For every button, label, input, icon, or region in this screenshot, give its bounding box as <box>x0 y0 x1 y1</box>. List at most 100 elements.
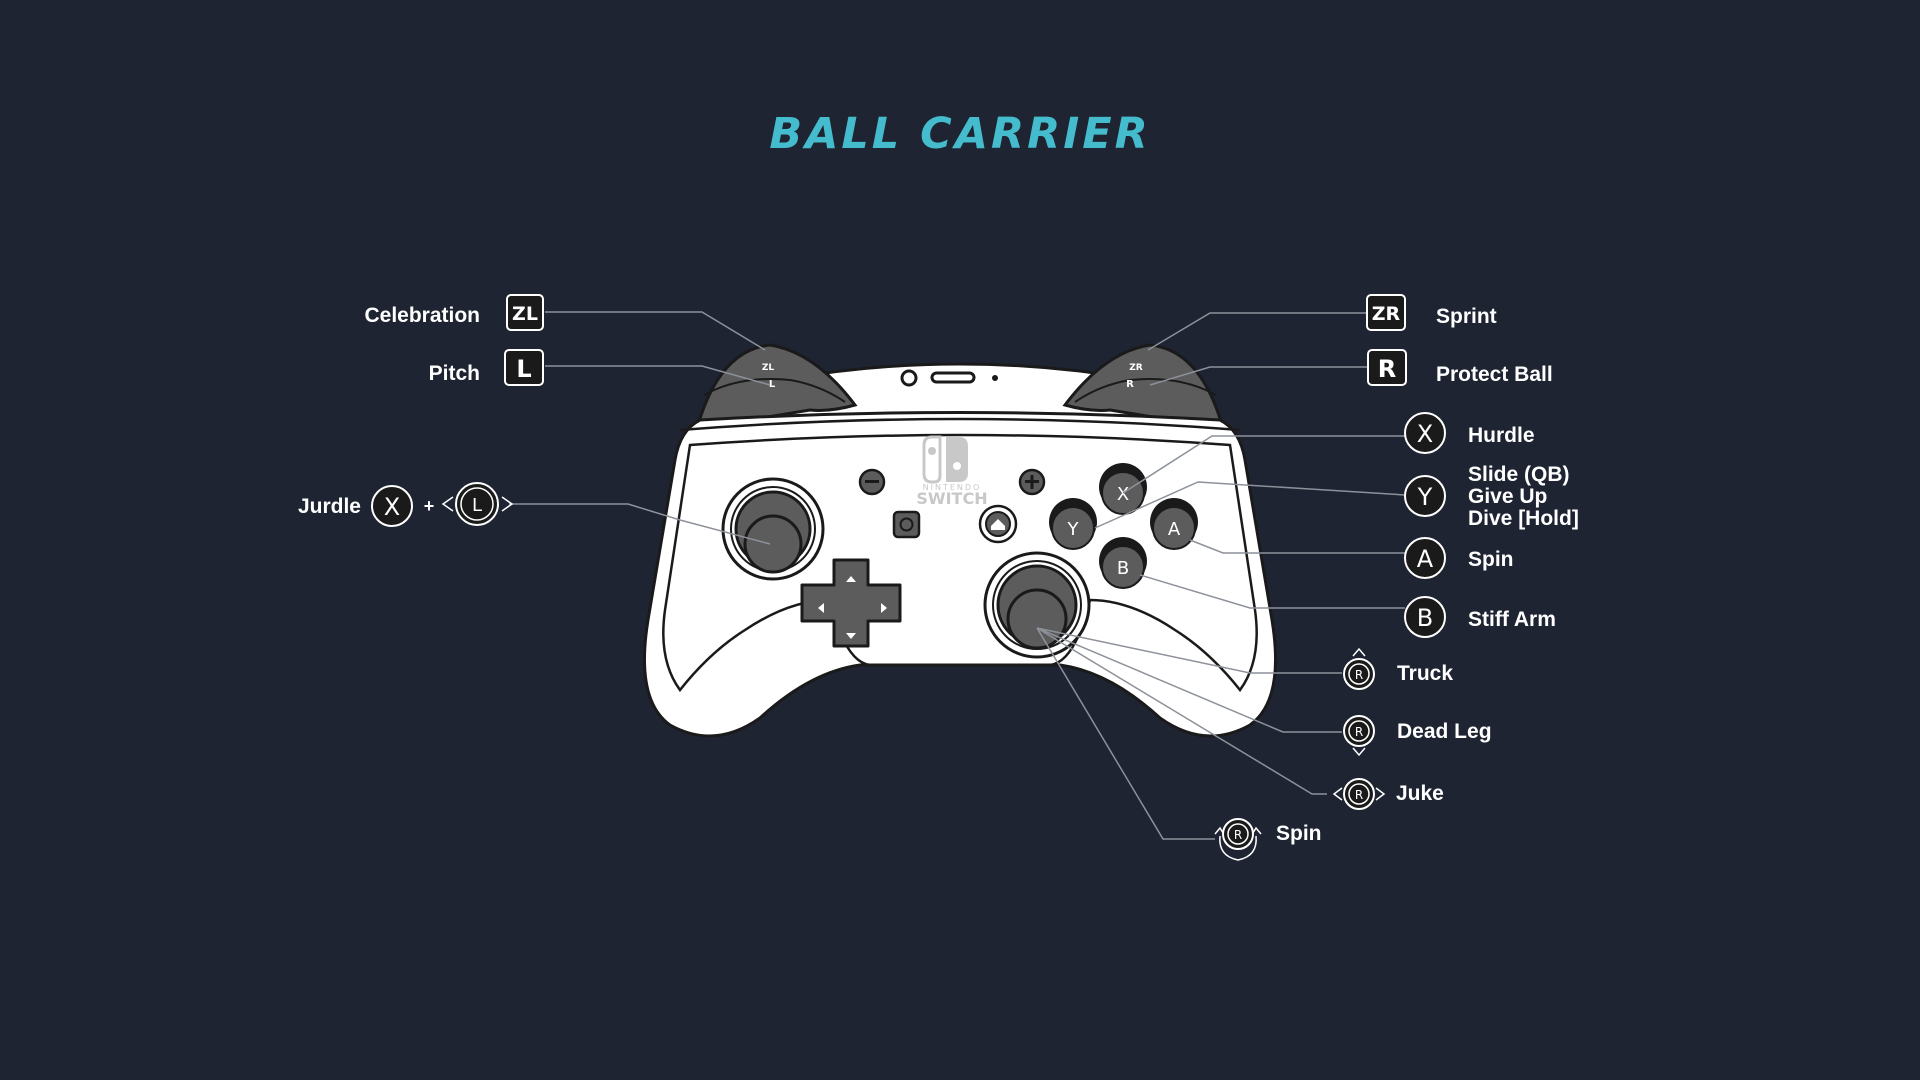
mapping-juke: R Juke <box>1332 778 1444 810</box>
usb-port <box>930 371 976 384</box>
face-button-b-label: B <box>1117 558 1129 579</box>
home-icon <box>991 519 1005 530</box>
a-button-icon-label: A <box>1417 545 1434 573</box>
face-button-b[interactable]: B <box>1099 537 1147 589</box>
l-stick-click-label: L <box>472 495 482 516</box>
y-button-icon-label: Y <box>1417 483 1433 511</box>
headphone-jack <box>900 369 918 387</box>
left-stick[interactable] <box>721 477 825 581</box>
label-jurdle: Jurdle <box>298 495 361 518</box>
label-juke: Juke <box>1396 782 1444 805</box>
x-button-icon-label: X <box>384 493 400 521</box>
face-button-x-label: X <box>1117 484 1129 505</box>
face-button-x[interactable]: X <box>1099 463 1147 515</box>
label-dead-leg: Dead Leg <box>1397 720 1492 743</box>
r-button-icon <box>1367 349 1407 386</box>
leader-truck <box>1036 627 1342 674</box>
zr-button-icon-label: ZR <box>1372 303 1401 325</box>
label-truck: Truck <box>1397 662 1453 685</box>
mapping-stick-spin: R Spin <box>1214 818 1322 861</box>
brand-switch: SWITCH <box>916 489 987 508</box>
stick-up-arrow-icon <box>1352 647 1366 657</box>
label-spin: Spin <box>1468 548 1514 571</box>
l-bumper-edge <box>703 378 846 403</box>
zr-button-icon <box>1366 294 1406 331</box>
leader-l <box>545 365 771 386</box>
hurdle-x-icon-label: X <box>1417 420 1433 448</box>
l-button-icon-label: L <box>516 355 531 383</box>
switch-logo: NINTENDO SWITCH <box>916 435 988 508</box>
dpad-up-icon <box>846 576 856 582</box>
r-bumper-edge <box>1074 378 1217 403</box>
x-button-icon <box>371 485 413 527</box>
dpad-right-icon <box>881 603 887 613</box>
zl-button-icon-label: ZL <box>512 303 538 325</box>
r-stick-icon-label: R <box>1355 668 1363 682</box>
label-stick-spin: Spin <box>1276 822 1322 845</box>
leader-y <box>1094 481 1406 529</box>
face-button-y[interactable]: Y <box>1049 498 1097 550</box>
b-button-icon-label: B <box>1417 604 1433 632</box>
mapping-jurdle: Jurdle X + L <box>298 482 514 527</box>
joycon-right-icon <box>946 437 968 482</box>
leader-b <box>1139 574 1405 609</box>
dpad[interactable] <box>800 558 902 648</box>
joycon-left-icon <box>922 435 942 484</box>
face-button-a[interactable]: A <box>1150 498 1198 550</box>
mapping-truck: R Truck <box>1343 647 1453 690</box>
mapping-r: R Protect Ball <box>1367 349 1553 386</box>
label-stiff-arm: Stiff Arm <box>1468 608 1556 631</box>
label-dive-hold: Dive [Hold] <box>1468 507 1579 530</box>
dpad-left-icon <box>818 603 824 613</box>
leader-dead-leg <box>1036 627 1342 733</box>
mapping-zl: ZL Celebration <box>364 294 544 331</box>
y-button-icon <box>1404 475 1446 517</box>
zl-trigger[interactable] <box>696 343 858 430</box>
label-give-up: Give Up <box>1468 485 1547 508</box>
mapping-b: B Stiff Arm <box>1404 596 1556 638</box>
label-celebration: Celebration <box>364 304 480 327</box>
l-bumper-label: L <box>769 379 776 390</box>
controller: ZL L ZR R NINTENDO SWITCH <box>642 343 1278 738</box>
stick-right-arrow-icon <box>1375 787 1386 801</box>
leader-zr <box>1147 312 1368 351</box>
label-protect-ball: Protect Ball <box>1436 363 1553 386</box>
mapping-y: Y Slide (QB) Give Up Dive [Hold] <box>1404 463 1579 530</box>
r-button-icon-label: R <box>1378 355 1396 383</box>
label-slide-qb: Slide (QB) <box>1468 463 1570 486</box>
stick-down-arrow-icon <box>1352 747 1366 757</box>
a-button-icon <box>1404 537 1446 579</box>
r-stick-icon-label: R <box>1355 788 1363 802</box>
zr-trigger-label: ZR <box>1129 363 1143 373</box>
leader-stick-spin <box>1036 627 1215 840</box>
right-stick[interactable] <box>983 551 1091 659</box>
leader-lines <box>509 311 1406 840</box>
leader-x <box>1122 435 1405 494</box>
indicator-led <box>992 375 998 381</box>
hurdle-x-icon <box>1404 412 1446 454</box>
plus-sign: + <box>424 496 435 516</box>
controller-top-seam <box>679 417 1241 432</box>
stick-left-arrow-icon <box>1332 787 1343 801</box>
leader-zl <box>545 311 766 351</box>
label-pitch: Pitch <box>429 362 480 385</box>
leader-juke <box>1036 627 1327 795</box>
leader-r <box>1149 366 1368 386</box>
capture-icon <box>899 517 914 532</box>
minus-icon <box>865 480 879 483</box>
mapping-x: X Hurdle <box>1404 412 1535 454</box>
mapping-l: L Pitch <box>429 349 544 386</box>
leader-a <box>1189 539 1405 554</box>
r-stick-icon-label: R <box>1355 725 1363 739</box>
leader-jurdle <box>509 503 771 545</box>
zl-trigger-label: ZL <box>762 363 775 373</box>
r-bumper-label: R <box>1126 379 1134 390</box>
label-hurdle: Hurdle <box>1468 424 1535 447</box>
stick-rotate-arrow-icon <box>1219 835 1257 861</box>
dpad-down-icon <box>846 633 856 639</box>
capture-button[interactable] <box>892 510 921 539</box>
mapping-dead-leg: R Dead Leg <box>1343 715 1492 757</box>
mapping-zr: ZR Sprint <box>1366 294 1497 331</box>
r-stick-icon-label: R <box>1234 828 1242 842</box>
